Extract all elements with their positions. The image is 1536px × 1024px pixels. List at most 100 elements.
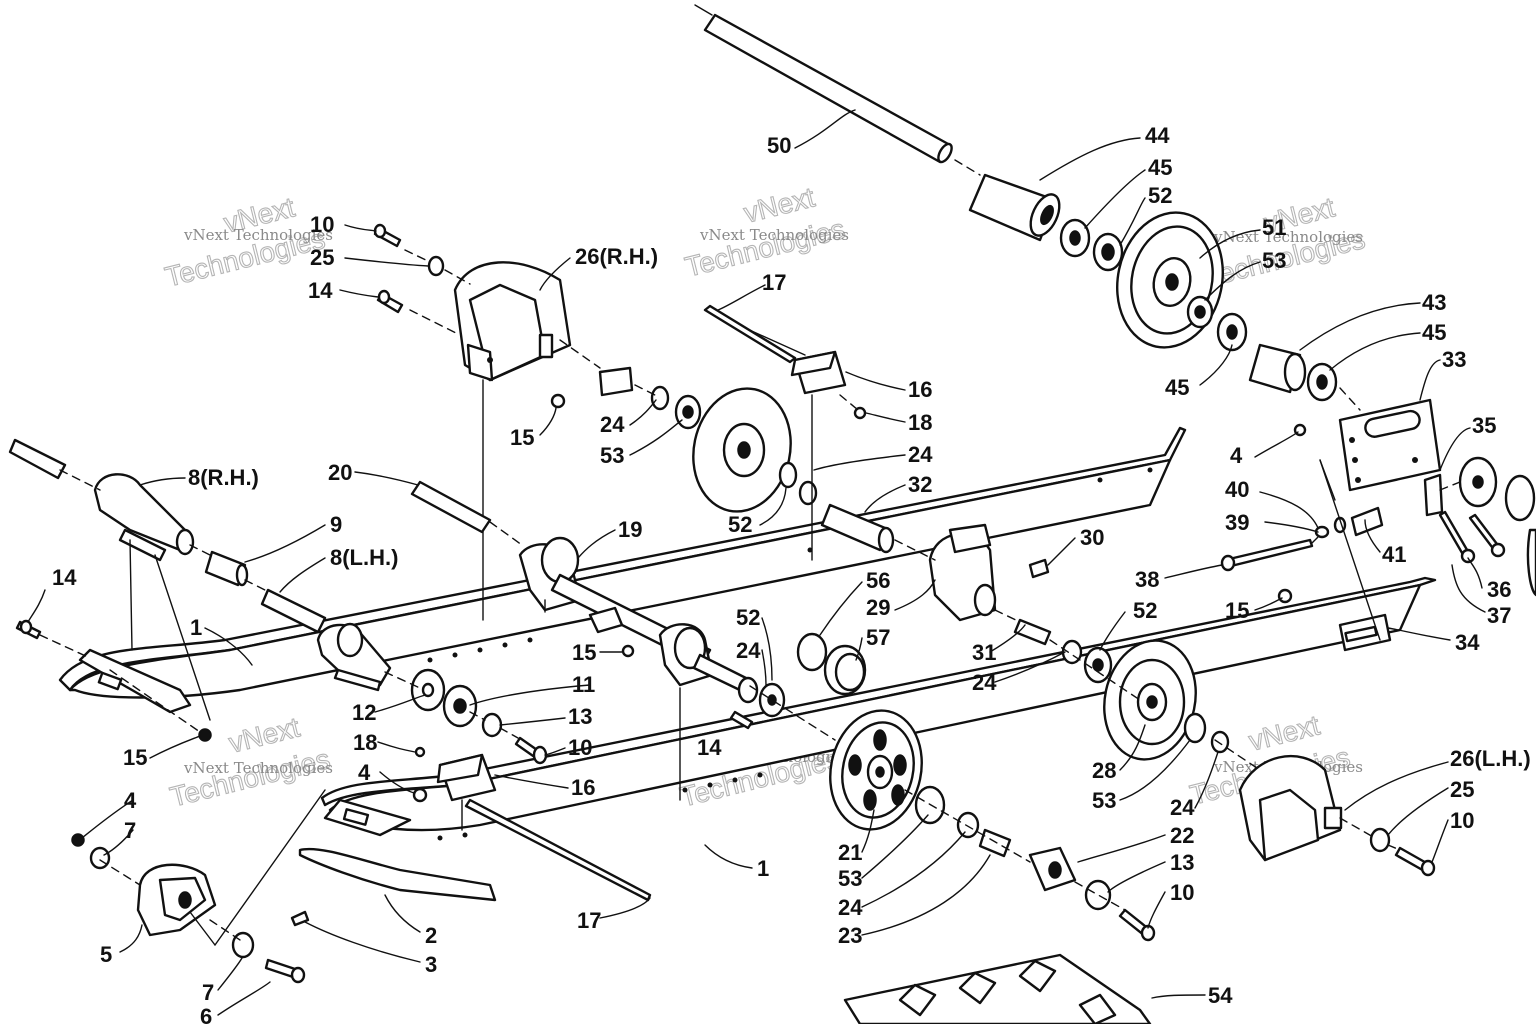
block-16-upper bbox=[703, 304, 867, 561]
callout-14: 14 bbox=[308, 278, 333, 303]
callout-32: 32 bbox=[908, 472, 932, 497]
bolts-36-37 bbox=[1438, 510, 1506, 564]
callout-3: 3 bbox=[425, 952, 437, 977]
callout-6: 6 bbox=[200, 1004, 212, 1024]
callout-10: 10 bbox=[1170, 880, 1194, 905]
leader-lines-right bbox=[1319, 459, 1381, 641]
callout-38: 38 bbox=[1135, 567, 1159, 592]
wheel-28 bbox=[1103, 639, 1230, 761]
callout-52: 52 bbox=[1148, 183, 1172, 208]
bolt-38 bbox=[1220, 538, 1314, 572]
callout-13: 13 bbox=[568, 704, 592, 729]
callout-53: 53 bbox=[1092, 788, 1116, 813]
washers-left bbox=[15, 619, 635, 803]
callout-15: 15 bbox=[1225, 598, 1249, 623]
small-hardware-top-left bbox=[373, 223, 702, 430]
callout-24: 24 bbox=[736, 638, 761, 663]
callout-7: 7 bbox=[202, 980, 214, 1005]
callout-24: 24 bbox=[972, 670, 997, 695]
idler-shaft-50 bbox=[694, 4, 953, 164]
callout-26-lh: 26(L.H.) bbox=[1450, 746, 1531, 771]
callout-52: 52 bbox=[1133, 598, 1157, 623]
spacer-9 bbox=[204, 550, 249, 587]
spacer-32 bbox=[820, 503, 895, 554]
callout-35: 35 bbox=[1472, 413, 1496, 438]
adjuster-plate-33 bbox=[1338, 398, 1442, 492]
callout-53: 53 bbox=[600, 443, 624, 468]
wheel-21 bbox=[829, 709, 923, 831]
watermark-company: vNext Technologies bbox=[699, 226, 849, 244]
callout-16: 16 bbox=[571, 775, 595, 800]
callout-15: 15 bbox=[510, 425, 534, 450]
callout-4: 4 bbox=[124, 788, 137, 813]
bearing-45-top bbox=[1059, 218, 1091, 258]
callout-24: 24 bbox=[908, 442, 933, 467]
callout-53: 53 bbox=[1262, 248, 1286, 273]
callout-1: 1 bbox=[757, 856, 769, 881]
shaft-8-lh bbox=[260, 588, 392, 692]
callout-45: 45 bbox=[1422, 320, 1446, 345]
callout-22: 22 bbox=[1170, 823, 1194, 848]
callout-21: 21 bbox=[838, 840, 862, 865]
callout-8-rh: 8(R.H.) bbox=[188, 465, 259, 490]
callout-23: 23 bbox=[838, 923, 862, 948]
callout-25: 25 bbox=[310, 245, 334, 270]
spacer-44 bbox=[968, 173, 1061, 242]
callout-41: 41 bbox=[1382, 542, 1406, 567]
callout-45: 45 bbox=[1165, 375, 1189, 400]
shaft-20 bbox=[410, 480, 492, 534]
callout-45: 45 bbox=[1148, 155, 1172, 180]
bracket-22 bbox=[1028, 846, 1156, 942]
bracket-19-shaft bbox=[518, 536, 752, 801]
bracket-34 bbox=[1338, 613, 1392, 652]
callout-25: 25 bbox=[1450, 777, 1474, 802]
callout-16: 16 bbox=[908, 377, 932, 402]
callout-31: 31 bbox=[972, 640, 996, 665]
callout-28: 28 bbox=[1092, 758, 1116, 783]
bracket-35 bbox=[1423, 456, 1536, 597]
callout-36: 36 bbox=[1487, 577, 1511, 602]
callout-10: 10 bbox=[1450, 808, 1474, 833]
callout-20: 20 bbox=[328, 460, 352, 485]
callout-52: 52 bbox=[736, 605, 760, 630]
callout-14: 14 bbox=[697, 735, 722, 760]
callout-leaders bbox=[27, 109, 1486, 1016]
callout-44: 44 bbox=[1145, 123, 1170, 148]
callout-33: 33 bbox=[1442, 347, 1466, 372]
callout-29: 29 bbox=[866, 595, 890, 620]
bearing-45-mid bbox=[1216, 312, 1248, 352]
callout-4: 4 bbox=[1230, 443, 1243, 468]
spacer-43 bbox=[1248, 343, 1307, 394]
bearing-45-right bbox=[1306, 362, 1338, 402]
callout-39: 39 bbox=[1225, 510, 1249, 535]
callout-24: 24 bbox=[1170, 795, 1195, 820]
callout-17: 17 bbox=[762, 270, 786, 295]
wear-strip bbox=[78, 648, 497, 902]
callout-56: 56 bbox=[866, 568, 890, 593]
callout-7: 7 bbox=[124, 818, 136, 843]
watermark-company: vNext Technologies bbox=[1213, 228, 1363, 246]
callout-57: 57 bbox=[866, 625, 890, 650]
bracket-29 bbox=[928, 523, 1052, 646]
callout-26-rh: 26(R.H.) bbox=[575, 244, 658, 269]
callout-4: 4 bbox=[358, 760, 371, 785]
ring-56-damper-57 bbox=[796, 632, 867, 696]
callout-24: 24 bbox=[600, 412, 625, 437]
callout-11: 11 bbox=[572, 672, 595, 697]
bracket-26-rh bbox=[453, 261, 572, 621]
callout-17: 17 bbox=[577, 908, 601, 933]
shaft-8-rh bbox=[8, 438, 211, 721]
callout-54: 54 bbox=[1208, 983, 1233, 1008]
idler-wheel-51 bbox=[1116, 211, 1224, 349]
callout-13: 13 bbox=[1170, 850, 1194, 875]
callout-24: 24 bbox=[838, 895, 863, 920]
callout-8-lh: 8(L.H.) bbox=[330, 545, 398, 570]
callout-labels: 50 44 45 52 51 53 43 45 33 45 35 4 40 39… bbox=[52, 123, 1531, 1024]
callout-37: 37 bbox=[1487, 603, 1511, 628]
callout-9: 9 bbox=[330, 512, 342, 537]
callout-53: 53 bbox=[838, 866, 862, 891]
track-section bbox=[843, 953, 1152, 1024]
callout-34: 34 bbox=[1455, 630, 1480, 655]
bearing-53-top bbox=[1186, 295, 1214, 329]
